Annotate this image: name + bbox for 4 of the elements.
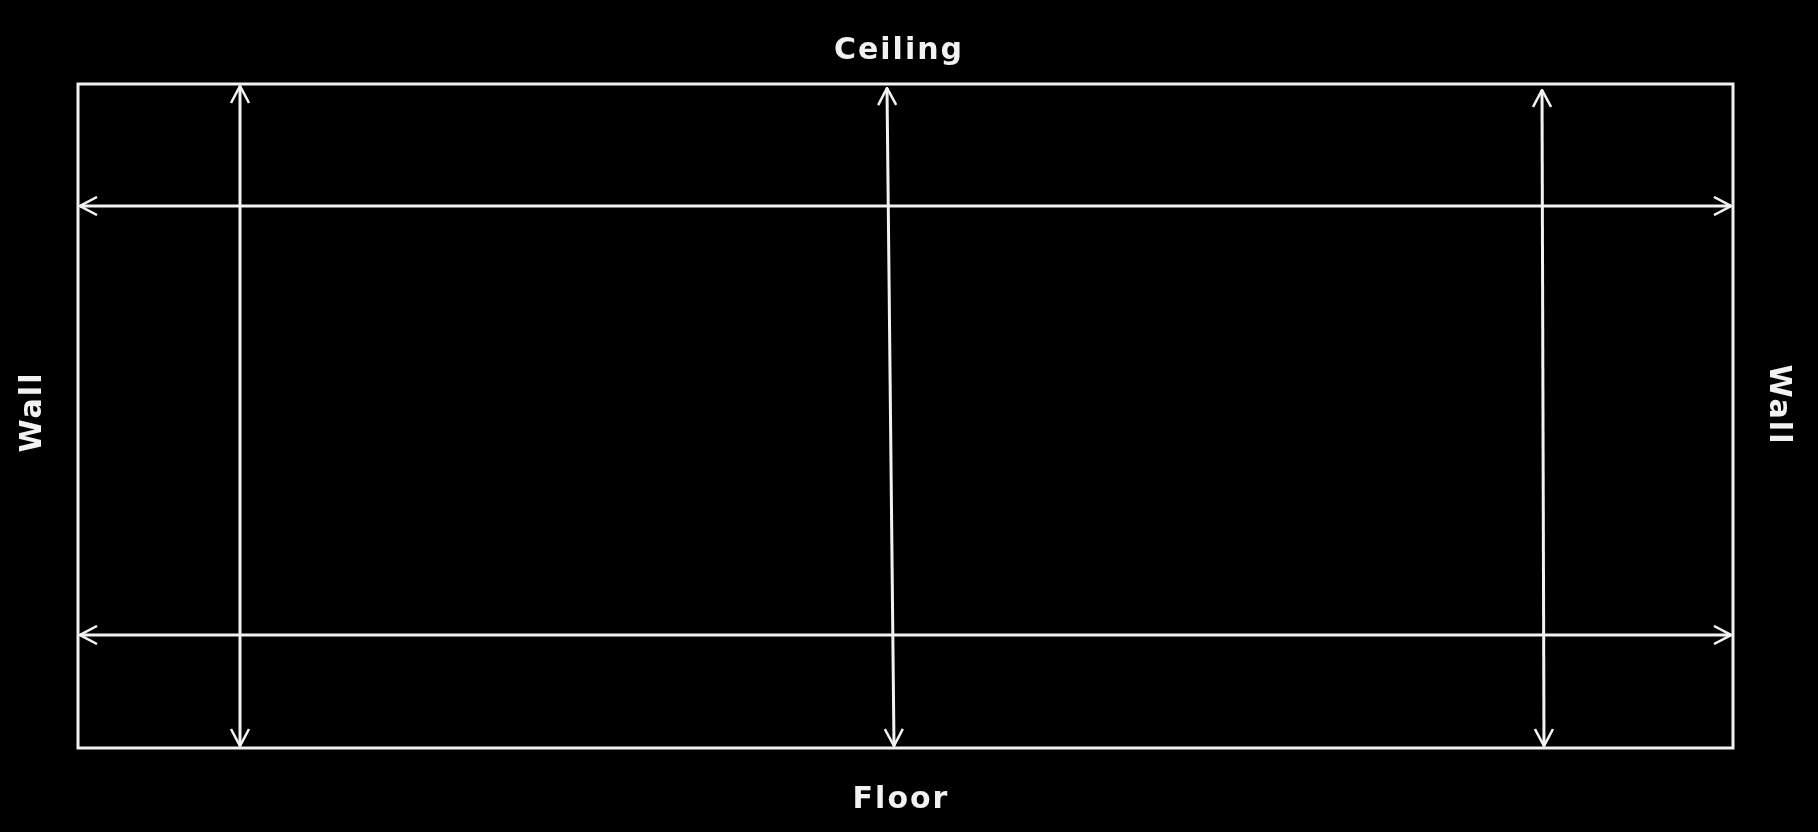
room-surface-label: Wall bbox=[12, 371, 48, 453]
room-surface-label: Ceiling bbox=[834, 30, 964, 66]
room-surface-label: Floor bbox=[852, 779, 950, 815]
room-surface-label: Wall bbox=[1762, 364, 1798, 446]
